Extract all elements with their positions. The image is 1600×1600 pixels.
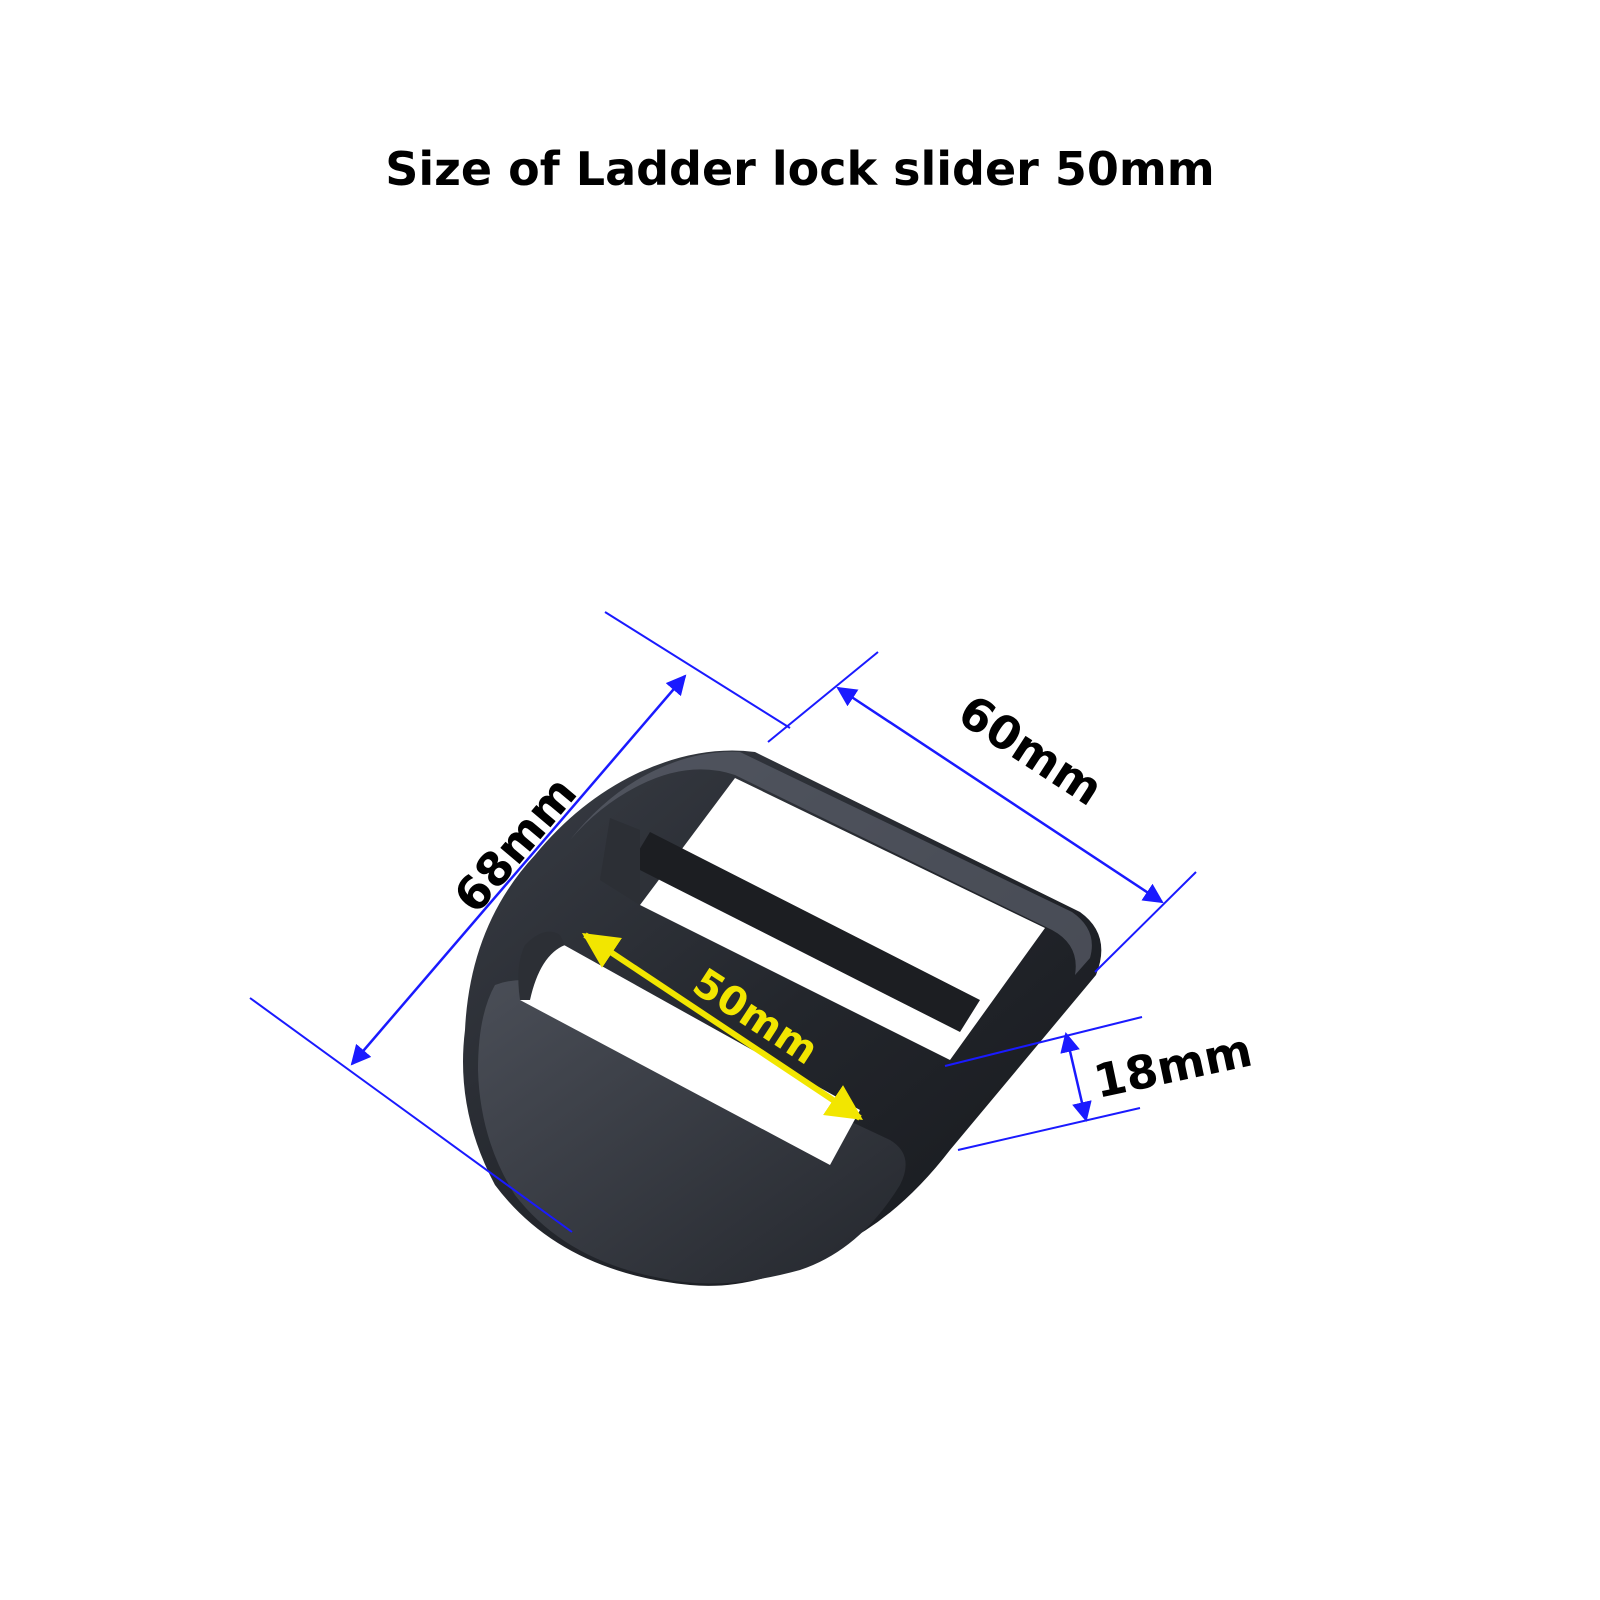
length-extension-bottom [249, 997, 573, 1233]
width-dimension-line [836, 686, 1164, 904]
slider-rim-highlight [570, 751, 1092, 975]
width-label: 60mm [949, 684, 1113, 816]
page-title: Size of Ladder lock slider 50mm [385, 142, 1215, 196]
thickness-extension-top [944, 1016, 1143, 1067]
length-dimension-line [350, 674, 687, 1066]
thickness-extension-bottom [957, 1107, 1141, 1151]
thickness-dimension-line [1060, 1032, 1092, 1122]
length-extension-top [604, 611, 791, 729]
thickness-label: 18mm [1089, 1023, 1257, 1109]
width-extension-top [767, 651, 879, 743]
middle-bar [630, 832, 980, 1032]
width-extension-bottom [1094, 871, 1197, 973]
